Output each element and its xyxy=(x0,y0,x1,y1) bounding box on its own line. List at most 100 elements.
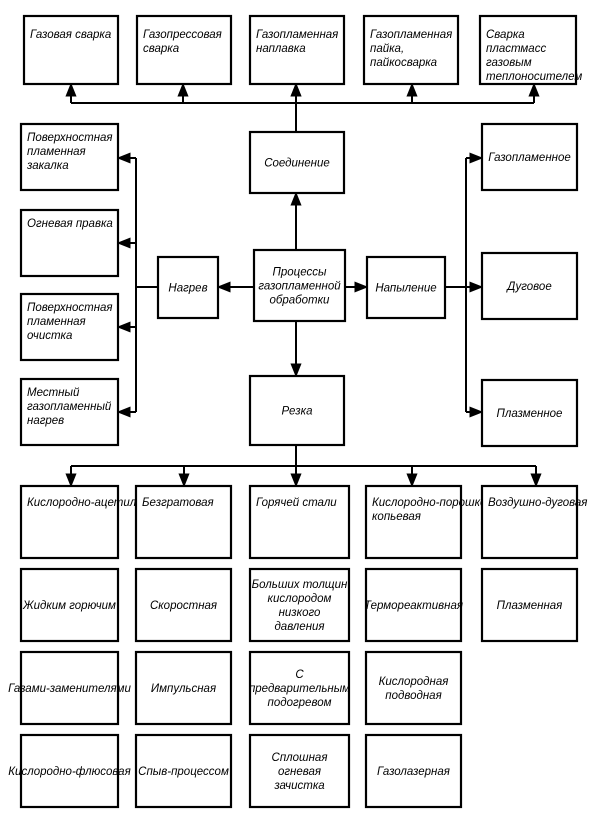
spraying-item-0: Газопламенное xyxy=(480,122,579,192)
cutting-col-0-item-2: Газами-заменителями xyxy=(8,650,132,726)
heating-item-1: Огневая правка xyxy=(19,208,120,278)
cutting-col-1-item-1-label: Скоростная xyxy=(150,600,217,612)
heating-box-label: Нагрев xyxy=(168,283,207,295)
joining-item-0: Газовая сварка xyxy=(22,14,120,86)
joining-box-label: Соединение xyxy=(264,158,330,170)
cutting-box-label: Резка xyxy=(282,406,313,418)
joining-item-0-frame xyxy=(22,14,120,86)
cutting-col-2-item-0-frame xyxy=(248,484,351,560)
cutting-col-1-item-1-frame xyxy=(134,567,233,643)
cutting-col-1-item-2: Импульсная xyxy=(134,650,233,726)
spraying-item-1-frame xyxy=(480,251,579,321)
spraying-item-1: Дуговое xyxy=(480,251,579,321)
heating-item-1-label: Огневая правка xyxy=(27,218,113,230)
heating-item-1-frame xyxy=(19,208,120,278)
cutting-col-3-item-0-frame xyxy=(364,484,463,560)
cutting-col-0-item-3-frame xyxy=(19,733,120,809)
spraying-item-0-frame xyxy=(480,122,579,192)
heating-box-frame xyxy=(156,255,220,320)
cutting-col-4-item-0-label: Воздушно-дуговая xyxy=(488,497,587,509)
cutting-box-frame xyxy=(248,374,346,447)
cutting-col-4-item-0-frame xyxy=(480,484,579,560)
joining-item-2-frame xyxy=(248,14,346,86)
connector-lines xyxy=(65,82,542,488)
joining-box: Соединение xyxy=(248,130,346,195)
cutting-col-3-item-3-frame xyxy=(364,733,463,809)
cutting-col-1-item-3-label: Спыв-процессом xyxy=(138,766,229,778)
cutting-col-2-item-2-frame xyxy=(248,650,351,726)
cutting-col-0-item-1: Жидким горючим xyxy=(19,567,120,643)
cutting-col-3-item-1: Термореактивная xyxy=(364,567,463,643)
spraying-item-1-label: Дуговое xyxy=(505,281,551,293)
cutting-col-3-item-1-label: Термореактивная xyxy=(364,600,463,612)
cutting-col-1-item-0-frame xyxy=(134,484,233,560)
spraying-box: Напыление xyxy=(365,255,447,320)
joining-item-0-label: Газовая сварка xyxy=(30,29,111,41)
joining-item-3-frame xyxy=(362,14,460,86)
cutting-col-2-item-0-label: Горячей стали xyxy=(256,497,337,509)
cutting-col-1-item-1: Скоростная xyxy=(134,567,233,643)
joining-item-1-frame xyxy=(135,14,233,86)
cutting-col-0-item-3: Кислородно-флюсовая xyxy=(8,733,131,809)
cutting-col-4-item-1-frame xyxy=(480,567,579,643)
cutting-col-4-item-1-label: Плазменная xyxy=(497,600,563,612)
heating-item-0-frame xyxy=(19,122,120,192)
center-box-frame xyxy=(252,248,347,323)
cutting-box: Резка xyxy=(248,374,346,447)
spraying-item-0-label: Газопламенное xyxy=(488,152,571,164)
cutting-col-0-item-1-label: Жидким горючим xyxy=(22,600,116,612)
spraying-item-2: Плазменное xyxy=(480,378,579,448)
cutting-col-2-item-0: Горячей стали xyxy=(248,484,351,560)
heating-box: Нагрев xyxy=(156,255,220,320)
spraying-item-2-label: Плазменное xyxy=(497,408,563,420)
cutting-col-0-item-0-frame xyxy=(19,484,120,560)
spraying-box-label: Напыление xyxy=(375,283,436,295)
cutting-col-2-item-1-frame xyxy=(248,567,351,643)
cutting-col-3-item-3: Газолазерная xyxy=(364,733,463,809)
cutting-col-1-item-2-label: Импульсная xyxy=(151,683,216,695)
spraying-box-frame xyxy=(365,255,447,320)
joining-item-4-frame xyxy=(478,14,578,86)
joining-box-frame xyxy=(248,130,346,195)
cutting-col-1-item-3: Спыв-процессом xyxy=(134,733,233,809)
cutting-col-1-item-2-frame xyxy=(134,650,233,726)
cutting-col-1-item-3-frame xyxy=(134,733,233,809)
cutting-col-2-item-3-frame xyxy=(248,733,351,809)
spraying-item-2-frame xyxy=(480,378,579,448)
cutting-col-0-item-1-frame xyxy=(19,567,120,643)
cutting-col-0-item-3-label: Кислородно-флюсовая xyxy=(8,766,130,778)
heating-item-2-frame xyxy=(19,292,120,362)
heating-item-3-frame xyxy=(19,377,120,447)
cutting-col-3-item-2-frame xyxy=(364,650,463,726)
cutting-col-3-item-1-frame xyxy=(364,567,463,643)
cutting-col-0-item-2-frame xyxy=(19,650,120,726)
cutting-col-0-item-2-label: Газами-заменителями xyxy=(8,683,131,695)
cutting-col-1-item-0-label: Безгратовая xyxy=(142,497,214,509)
